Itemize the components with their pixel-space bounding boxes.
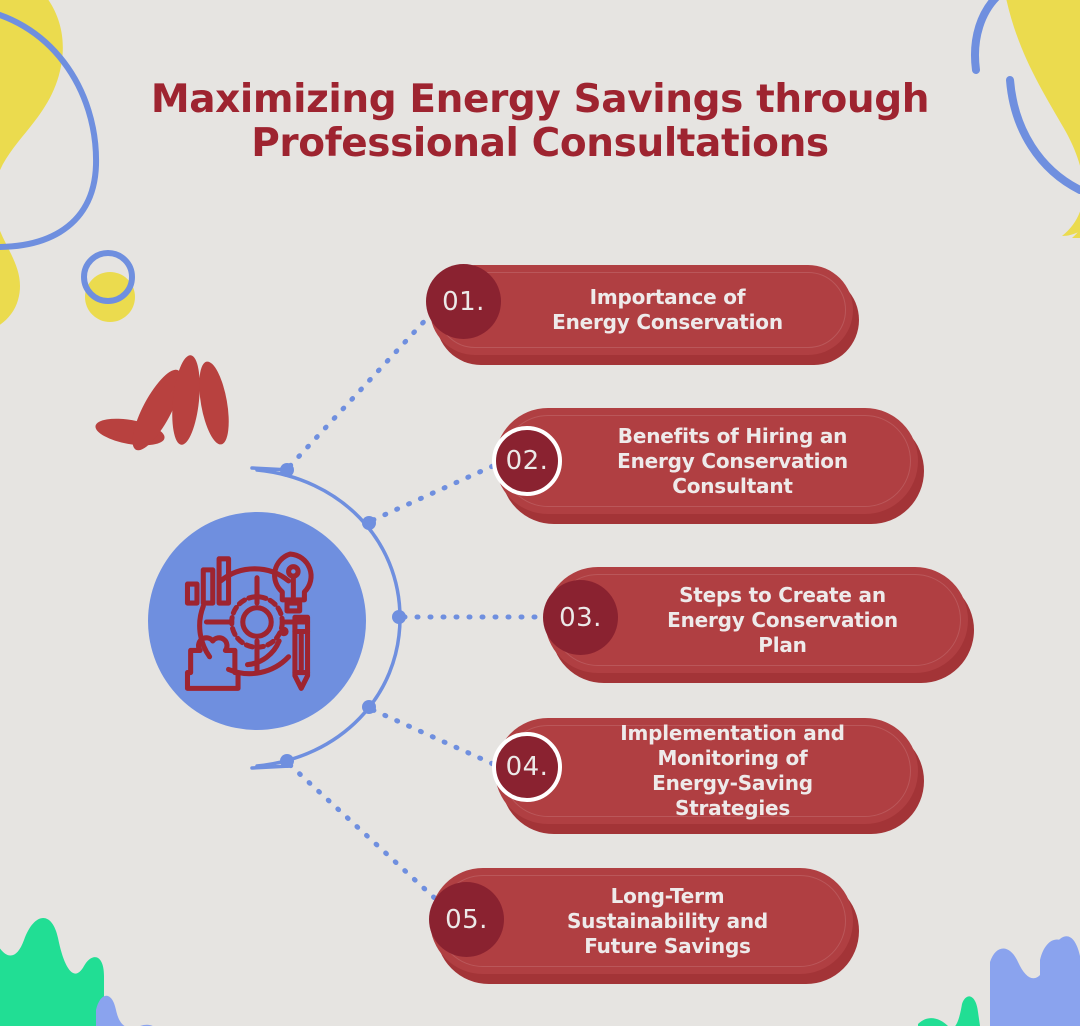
item-label-line-2: Energy Conservation: [667, 607, 898, 632]
item-number: 04.: [505, 752, 549, 782]
icon-puzzle-piece: [184, 635, 241, 691]
item-label-line-1: Steps to Create an: [679, 582, 886, 607]
arc-node-1: [280, 463, 294, 477]
item-label-line-2: Sustainability and: [566, 908, 769, 933]
page-title: Maximizing Energy Savings through Profes…: [0, 78, 1080, 166]
item-label: Benefits of Hiring an Energy Conservatio…: [539, 424, 874, 499]
item-label-line-2: Monitoring of: [657, 746, 808, 770]
icon-arc-accent: [244, 638, 282, 668]
yellow-blob-top-left: [0, 0, 63, 325]
item-label: Long-Term Sustainability and Future Savi…: [489, 884, 794, 959]
item-number: 03.: [559, 602, 602, 633]
list-item[interactable]: Steps to Create an Energy Conservation P…: [543, 567, 974, 683]
icon-gear-inner: [240, 605, 274, 639]
icon-sparkle: [279, 626, 289, 637]
list-item[interactable]: Benefits of Hiring an Energy Conservatio…: [492, 408, 924, 524]
green-crown-bottom-left: [0, 918, 104, 1026]
item-label-line-4: Strategies: [674, 796, 791, 820]
pill-background[interactable]: Implementation and Monitoring of Energy-…: [495, 718, 918, 824]
pill-background[interactable]: Importance of Energy Conservation: [430, 265, 853, 355]
pill-background[interactable]: Benefits of Hiring an Energy Conservatio…: [495, 408, 918, 514]
pill-background[interactable]: Steps to Create an Energy Conservation P…: [545, 567, 968, 673]
blue-ring-top-left: [81, 250, 135, 304]
item-label: Steps to Create an Energy Conservation P…: [589, 583, 924, 658]
connector-line-5: [287, 762, 443, 906]
item-number-badge[interactable]: 04.: [492, 732, 562, 802]
item-label-line-1: Implementation and: [620, 721, 845, 745]
icon-lightbulb: [272, 551, 314, 614]
connector-line-2: [370, 458, 507, 523]
arc-tail-top: [250, 466, 292, 472]
item-label-line-3: Energy-Saving: [652, 771, 813, 795]
list-item[interactable]: Importance of Energy Conservation 01.: [426, 264, 859, 365]
arc-node-3: [392, 610, 406, 624]
arc-node-4: [362, 700, 376, 714]
blue-crown-bottom-right-2: [1040, 939, 1080, 1026]
red-petal-fan: [95, 355, 229, 451]
arc-tail-bottom: [250, 764, 292, 770]
item-number: 05.: [445, 904, 488, 935]
item-label-line-1: Long-Term: [610, 883, 725, 908]
blue-curve-top-right-small: [971, 0, 1000, 74]
icon-bar-chart: [184, 556, 232, 606]
item-label-line-3: Consultant: [672, 473, 793, 498]
title-line-2: Professional Consultations: [251, 121, 829, 166]
arc-node-2: [362, 516, 376, 530]
item-label-line-2: Energy Conservation: [617, 448, 848, 473]
connector-line-1: [287, 297, 447, 469]
icon-gear-outer: [229, 594, 285, 650]
item-number-badge[interactable]: 03.: [543, 580, 618, 655]
icon-pencil: [292, 614, 311, 691]
item-label-line-3: Plan: [758, 632, 807, 657]
item-label-line-2: Energy Conservation: [552, 310, 783, 334]
blue-spike-bottom-left: [96, 995, 153, 1026]
blue-crown-bottom-right: [990, 936, 1080, 1026]
yellow-dot-top-left: [85, 272, 135, 322]
item-number: 02.: [505, 446, 549, 476]
list-item[interactable]: Long-Term Sustainability and Future Savi…: [429, 868, 859, 984]
list-item[interactable]: Implementation and Monitoring of Energy-…: [492, 718, 924, 834]
green-spike-bottom-right: [918, 996, 980, 1026]
item-label-line-3: Future Savings: [584, 933, 751, 958]
item-number-badge[interactable]: 02.: [492, 426, 562, 496]
item-number-badge[interactable]: 05.: [429, 882, 504, 957]
item-label: Importance of Energy Conservation: [474, 285, 809, 335]
project-planning-icon: [184, 551, 314, 691]
item-number: 01.: [442, 286, 485, 317]
item-label: Implementation and Monitoring of Energy-…: [542, 721, 871, 821]
item-number-badge[interactable]: 01.: [426, 264, 501, 339]
hub-circle: [148, 512, 366, 730]
icon-circle-arc-left: [197, 603, 213, 660]
item-label-line-1: Benefits of Hiring an: [617, 423, 848, 448]
connector-line-4: [370, 707, 505, 771]
item-label-line-1: Importance of: [589, 285, 746, 309]
title-line-1: Maximizing Energy Savings through: [150, 77, 930, 122]
arc-node-5: [280, 754, 294, 768]
